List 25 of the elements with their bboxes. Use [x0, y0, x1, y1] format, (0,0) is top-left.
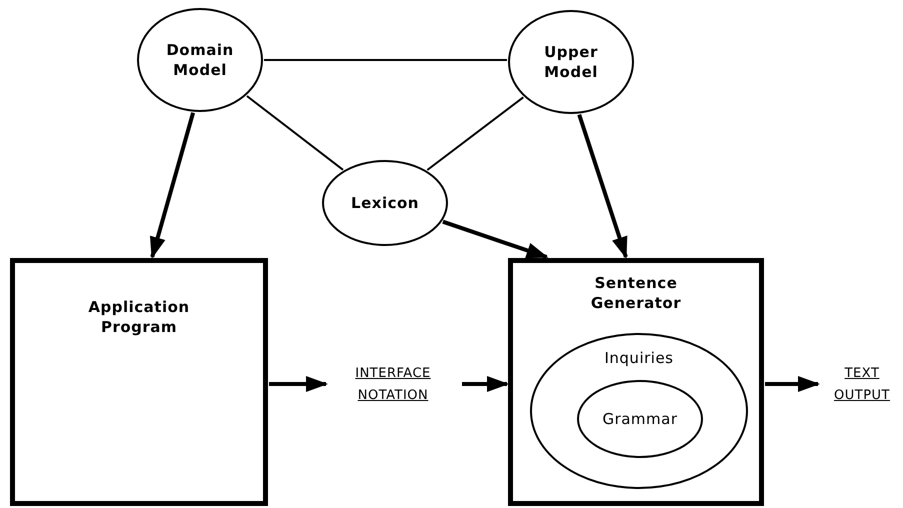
process-box	[508, 258, 764, 506]
connector-line	[246, 95, 344, 171]
connector-line	[264, 59, 507, 61]
notation-label: TEXT OUTPUT	[833, 365, 891, 405]
notation-label: INTERFACE NOTATION	[354, 365, 432, 405]
node-label: Inquiries	[604, 349, 674, 367]
arrow	[269, 376, 328, 392]
node-label: Application Program	[87, 297, 191, 337]
connector-line	[426, 96, 524, 171]
node-label: Lexicon	[350, 193, 420, 213]
arrow	[442, 220, 548, 259]
node-label: Upper Model	[543, 42, 599, 82]
node-label: Grammar	[602, 410, 678, 428]
arrow	[150, 112, 196, 259]
arrow	[577, 114, 628, 259]
arrow	[462, 376, 509, 392]
process-box	[10, 258, 268, 506]
ellipse-node	[508, 10, 634, 114]
ellipse-node	[322, 160, 448, 246]
arrow	[765, 376, 820, 392]
node-label: Domain Model	[165, 40, 235, 80]
ellipse-node	[530, 333, 748, 489]
ellipse-node	[577, 380, 703, 458]
node-label: Sentence Generator	[590, 273, 682, 313]
ellipse-node	[137, 8, 263, 112]
